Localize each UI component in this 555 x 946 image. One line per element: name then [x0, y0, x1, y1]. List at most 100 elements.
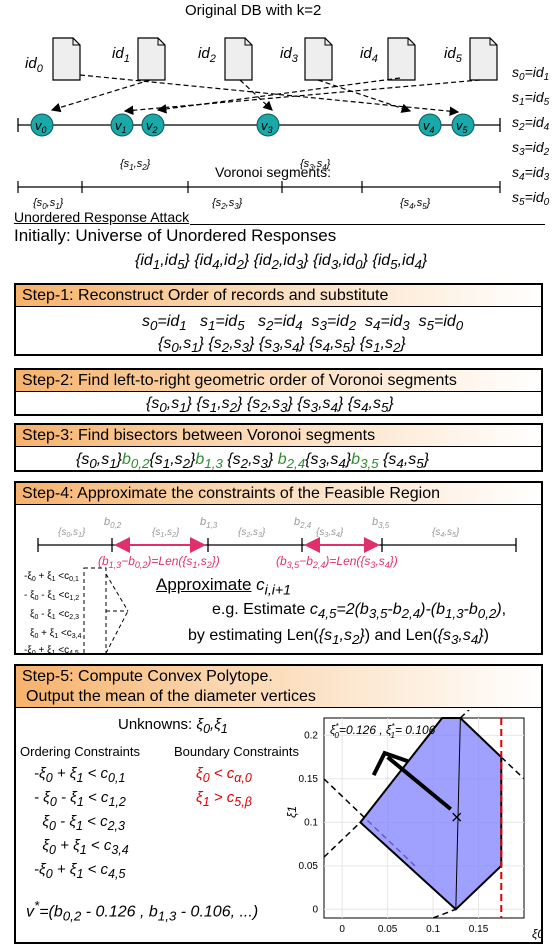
svg-text:{s3,s4}: {s3,s4} [300, 158, 331, 172]
svg-text:{s0,s1}: {s0,s1} [58, 527, 86, 539]
svg-text:s0=id1: s0=id1 [512, 64, 549, 83]
vstar-formula: v*=(b0,2 - 0.126 , b1,3 - 0.106, ...) [26, 898, 259, 924]
doc-label-id5: id5 [444, 45, 463, 65]
step4-constraints: -ξ0 + ξ1 <c0,1 - ξ0 - ξ1 <c1,2 ξ0 - ξ1 <… [24, 571, 82, 655]
svg-text:{s4,s5}: {s4,s5} [432, 527, 460, 539]
initially-text: Initially: Universe of Unordered Respons… [14, 226, 336, 246]
y-axis-label: ξ1 [286, 806, 299, 818]
ordering-constraint: -ξ0 + ξ1 < c4,5 [34, 861, 126, 881]
svg-text:v4: v4 [423, 118, 435, 135]
step2-header: Step-2: Find left-to-right geometric ord… [16, 370, 541, 392]
x-tick-label: 0.15 [469, 924, 489, 935]
svg-text:s1=id5: s1=id5 [512, 89, 550, 108]
ordering-constraints: -ξ0 + ξ1 < c0,1 - ξ0 - ξ1 < c1,2 ξ0 - ξ1… [34, 764, 129, 884]
approximate-label: Approximate ci,i+1 [156, 575, 292, 599]
step5-header: Step-5: Compute Convex Polytope. Output … [16, 666, 541, 708]
constraint-line [459, 710, 470, 719]
svg-text:{s4,s5}: {s4,s5} [400, 197, 431, 210]
svg-text:(b3,5−b2,4)=Len({s3,s4}): (b3,5−b2,4)=Len({s3,s4}) [276, 554, 398, 570]
svg-text:b2,4: b2,4 [294, 516, 312, 530]
initially-label: Initially: Universe of Unordered Respons… [14, 226, 337, 245]
svg-text:s3=id2: s3=id2 [512, 139, 550, 158]
annotation-arrow-head [371, 750, 409, 777]
boundary-title: Boundary Constraints [174, 744, 299, 759]
estimate-line2: by estimating Len({s1,s2}) and Len({s3,s… [188, 627, 489, 648]
document-icon-id0 [52, 37, 81, 81]
svg-text:(b1,3−b0,2)=Len({s1,s2}): (b1,3−b0,2)=Len({s1,s2}) [98, 554, 220, 570]
constraint-line [432, 908, 457, 919]
doc-label-id4: id4 [360, 45, 378, 65]
step5-box: Step-5: Compute Convex Polytope. Output … [14, 664, 543, 944]
voronoi-label: Voronoi segments: [215, 164, 331, 180]
ordering-constraint: ξ0 + ξ1 < c3,4 [34, 837, 129, 857]
ordering-constraint: ξ0 - ξ1 < c2,3 [34, 813, 125, 833]
svg-text:b3,5: b3,5 [372, 516, 390, 530]
document-icons [52, 37, 498, 81]
estimate-line1: e.g. Estimate c4,5=2(b3,5-b2,4)-(b1,3-b0… [212, 601, 507, 622]
boundary-constraints: ξ0 < cα,0 ξ1 > c5,β [196, 764, 252, 812]
step5-title1: Step-5: Compute Convex Polytope. [22, 668, 273, 685]
step4-box: Step-4: Approximate the constraints of t… [14, 481, 543, 655]
step1-mapping-line: s0=id1 s1=id5 s2=id4 s3=id2 s4=id3 s5=id… [142, 313, 464, 334]
svg-text:{s2,s3}: {s2,s3} [212, 197, 243, 210]
polytope-plot: 00.050.10.1500.050.10.150.2ξ0ξ1ξ*0=0.126… [286, 710, 542, 941]
svg-text:ξ0 + ξ1 <c3,4: ξ0 + ξ1 <c3,4 [30, 628, 82, 640]
svg-text:{s1,s2}: {s1,s2} [120, 158, 151, 172]
svg-text:b0,2: b0,2 [104, 516, 122, 530]
doc-label-id3: id3 [280, 45, 299, 65]
svg-text:s2=id4: s2=id4 [512, 114, 550, 133]
ordering-title: Ordering Constraints [20, 744, 140, 759]
doc-label-id2: id2 [198, 45, 216, 65]
step2-box: Step-2: Find left-to-right geometric ord… [14, 368, 543, 416]
ordering-constraint: - ξ0 - ξ1 < c1,2 [34, 789, 126, 809]
svg-text:{s3,s4}: {s3,s4} [316, 527, 344, 539]
y-tick-label: 0.15 [299, 774, 319, 785]
length-labels: (b1,3−b0,2)=Len({s1,s2}) (b3,5−b2,4)=Len… [98, 554, 398, 570]
step4-bisector-labels: b0,2 b1,3 b2,4 b3,5 [104, 516, 390, 530]
svg-text:{s2,s3}: {s2,s3} [238, 527, 266, 539]
svg-text:v2: v2 [146, 118, 158, 135]
x-tick-label: 0 [339, 924, 345, 935]
diameter-line [455, 717, 461, 910]
document-icon-id1 [137, 37, 166, 81]
db-title-text: Original DB with k=2 [185, 2, 322, 19]
boundary-constraint: ξ1 > c5,β [196, 789, 252, 809]
top-diagram: id0 id1 id2 id3 id4 id5 v0 v1 v2 v3 v4 v… [17, 37, 550, 210]
svg-text:ξ0 - ξ1 <c2,3: ξ0 - ξ1 <c2,3 [30, 609, 79, 621]
constraint-line [323, 821, 361, 858]
step1-header: Step-1: Reconstruct Order of records and… [16, 285, 541, 307]
centroid-marker [452, 812, 462, 822]
step4-axis [37, 538, 517, 552]
boundary-title-text: Boundary Constraints [174, 744, 300, 759]
svg-text:b1,3: b1,3 [200, 516, 218, 530]
svg-text:s4=id3: s4=id3 [512, 164, 550, 183]
constraint-line [500, 756, 525, 780]
responses-line: {id1,id5} {id4,id2} {id2,id3} {id3,id0} … [135, 252, 428, 273]
step3-bisector-line: {s0,s1}b0,2{s1,s2}b1,3 {s2,s3} b2,4{s3,s… [76, 451, 430, 472]
svg-text:- ξ0 - ξ1 <c1,2: - ξ0 - ξ1 <c1,2 [24, 590, 79, 602]
attack-divider [190, 224, 545, 225]
step1-segments-line: {s0,s1} {s2,s3} {s3,s4} {s4,s5} {s1,s2} [158, 335, 406, 356]
document-icon-id5 [469, 37, 498, 81]
svg-text:s5=id0: s5=id0 [512, 189, 550, 208]
step4-header: Step-4: Approximate the constraints of t… [16, 483, 541, 505]
ordering-title-text: Ordering Constraints [20, 744, 140, 759]
attack-title: Unordered Response Attack [14, 209, 189, 225]
x-tick-label: 0.1 [426, 924, 440, 935]
step1-title: Step-1: Reconstruct Order of records and… [22, 287, 389, 304]
step2-title: Step-2: Find left-to-right geometric ord… [22, 372, 457, 389]
svg-text:{s1,s2}: {s1,s2} [152, 527, 180, 539]
annotation-arrow-shaft [386, 755, 452, 811]
voronoi-segment-axis [17, 181, 501, 193]
mapping-arrows [50, 74, 481, 116]
x-tick-label: 0.05 [378, 924, 398, 935]
voronoi-points: v0 v1 v2 v3 v4 v5 [30, 113, 475, 137]
step3-title: Step-3: Find bisectors between Voronoi s… [22, 427, 376, 444]
step4-title: Step-4: Approximate the constraints of t… [22, 485, 441, 502]
step4-diagram: {s0,s1} {s1,s2} {s2,s3} {s3,s4} {s4,s5} … [24, 516, 517, 655]
step5-title2: Output the mean of the diameter vertices [26, 688, 316, 705]
ordering-constraint: -ξ0 + ξ1 < c0,1 [34, 765, 126, 785]
step3-header: Step-3: Find bisectors between Voronoi s… [16, 425, 541, 447]
svg-text:v0: v0 [35, 118, 47, 135]
attack-title-text: Unordered Response Attack [14, 209, 190, 225]
